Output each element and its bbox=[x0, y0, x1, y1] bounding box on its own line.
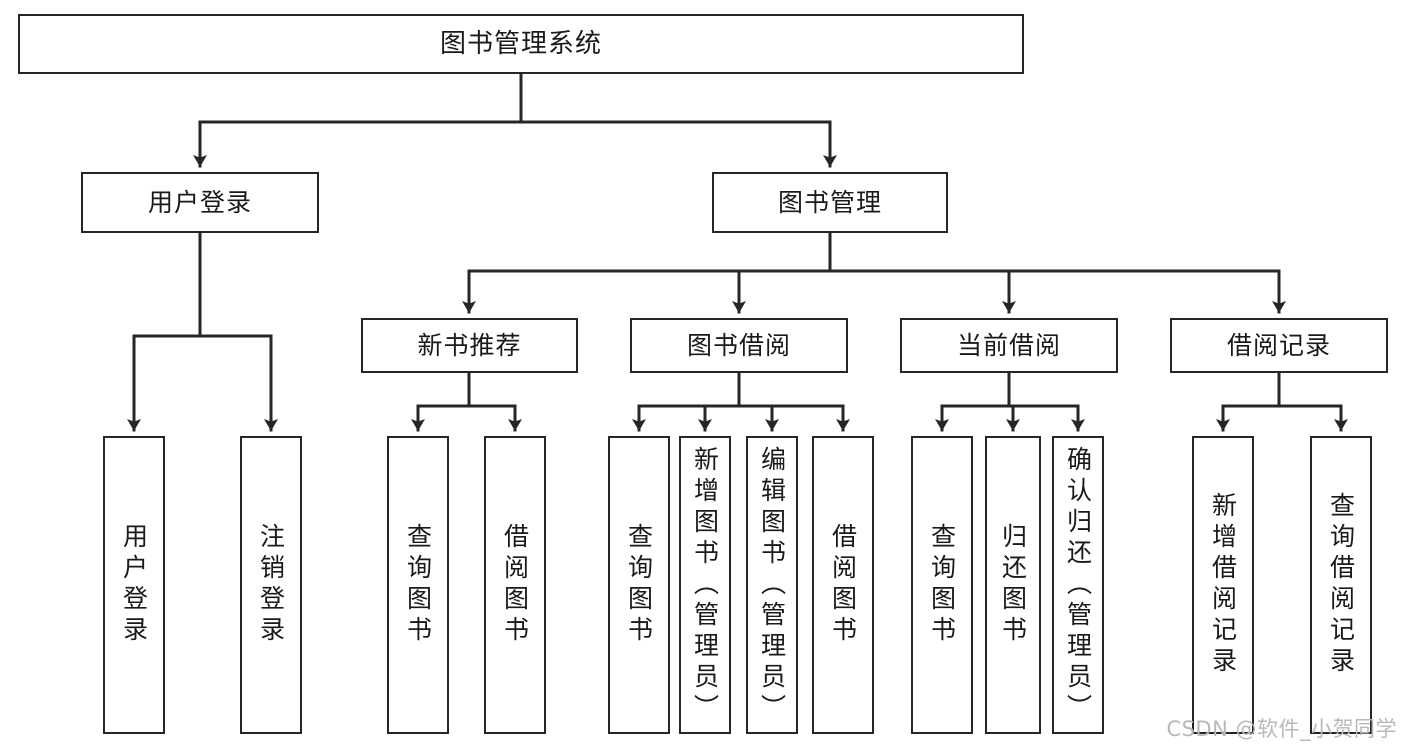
node-leaf-query-borrow-record[interactable]: 查询借阅记录 bbox=[1310, 436, 1372, 734]
node-root-label: 图书管理系统 bbox=[439, 28, 602, 59]
node-leaf-confirm-return-admin-label: 确认归还（管理员） bbox=[1063, 445, 1093, 725]
node-book-borrow[interactable]: 图书借阅 bbox=[630, 318, 848, 373]
node-new-book-recommend-label: 新书推荐 bbox=[417, 330, 522, 360]
node-book-borrow-label: 图书借阅 bbox=[686, 330, 791, 360]
node-leaf-confirm-return-admin[interactable]: 确认归还（管理员） bbox=[1052, 436, 1104, 734]
watermark: CSDN @软件_小贺同学 bbox=[1166, 717, 1397, 741]
node-leaf-add-book-admin-label: 新增图书（管理员） bbox=[690, 445, 720, 725]
node-leaf-query-borrow-record-label: 查询借阅记录 bbox=[1326, 492, 1356, 678]
node-leaf-borrow-book[interactable]: 借阅图书 bbox=[812, 436, 874, 734]
node-leaf-query-book-current[interactable]: 查询图书 bbox=[911, 436, 973, 734]
node-leaf-user-logout[interactable]: 注销登录 bbox=[240, 436, 302, 734]
node-book-manage[interactable]: 图书管理 bbox=[712, 172, 948, 233]
node-leaf-borrow-book-recommend-label: 借阅图书 bbox=[500, 523, 530, 647]
node-leaf-user-login-label: 用户登录 bbox=[119, 523, 149, 647]
node-leaf-add-borrow-record-label: 新增借阅记录 bbox=[1208, 492, 1238, 678]
node-leaf-query-book-borrow-label: 查询图书 bbox=[624, 523, 654, 647]
node-user-login-label: 用户登录 bbox=[147, 187, 252, 217]
node-borrow-record-label: 借阅记录 bbox=[1226, 330, 1331, 360]
node-new-book-recommend[interactable]: 新书推荐 bbox=[361, 318, 578, 373]
node-user-login[interactable]: 用户登录 bbox=[81, 172, 319, 233]
node-leaf-query-book-borrow[interactable]: 查询图书 bbox=[608, 436, 670, 734]
node-leaf-return-book[interactable]: 归还图书 bbox=[985, 436, 1041, 734]
node-leaf-add-book-admin[interactable]: 新增图书（管理员） bbox=[679, 436, 731, 734]
node-leaf-query-book-current-label: 查询图书 bbox=[927, 523, 957, 647]
node-leaf-edit-book-admin[interactable]: 编辑图书（管理员） bbox=[746, 436, 798, 734]
node-current-borrow[interactable]: 当前借阅 bbox=[900, 318, 1118, 373]
node-leaf-add-borrow-record[interactable]: 新增借阅记录 bbox=[1192, 436, 1254, 734]
node-borrow-record[interactable]: 借阅记录 bbox=[1170, 318, 1388, 373]
node-root[interactable]: 图书管理系统 bbox=[18, 14, 1024, 74]
node-book-manage-label: 图书管理 bbox=[777, 187, 882, 217]
node-leaf-query-book-recommend-label: 查询图书 bbox=[403, 523, 433, 647]
node-leaf-edit-book-admin-label: 编辑图书（管理员） bbox=[757, 445, 787, 725]
node-leaf-user-logout-label: 注销登录 bbox=[256, 523, 286, 647]
node-leaf-borrow-book-recommend[interactable]: 借阅图书 bbox=[484, 436, 546, 734]
node-leaf-user-login[interactable]: 用户登录 bbox=[103, 436, 165, 734]
node-leaf-borrow-book-label: 借阅图书 bbox=[828, 523, 858, 647]
node-leaf-query-book-recommend[interactable]: 查询图书 bbox=[387, 436, 449, 734]
node-leaf-return-book-label: 归还图书 bbox=[998, 523, 1028, 647]
node-current-borrow-label: 当前借阅 bbox=[956, 330, 1061, 360]
